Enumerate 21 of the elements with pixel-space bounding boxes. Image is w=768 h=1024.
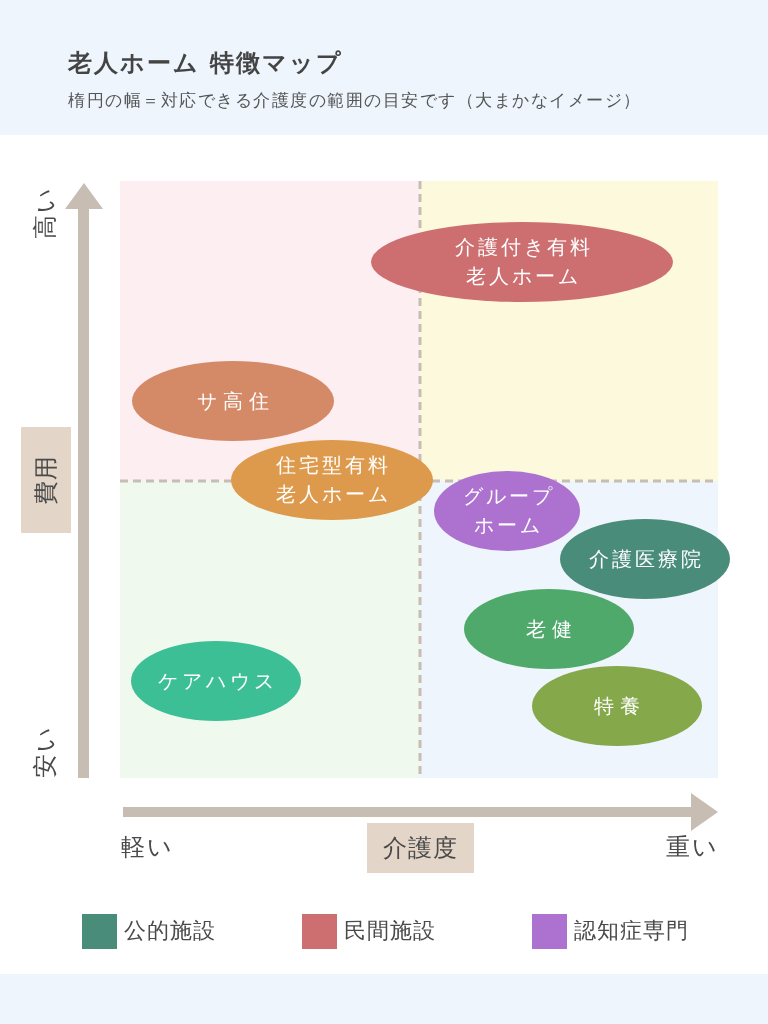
axis-end-label: 重い [666, 832, 719, 863]
title: 老人ホーム 特徴マップ [68, 48, 344, 79]
subtitle: 楕円の幅＝対応できる介護度の範囲の目安です（大まかなイメージ） [68, 89, 642, 112]
facility-name: ケアハウス [157, 667, 278, 695]
axis-end-label: 軽い [121, 832, 174, 863]
axis-title: 介護度 [383, 833, 458, 864]
facility-name: 老健 [525, 615, 578, 643]
axis-end-label: 安い [30, 724, 60, 778]
legend-label: 公的施設 [124, 917, 216, 945]
axis-end-label: 高い [30, 185, 60, 239]
facility-name: 介護付き有料老人ホーム [453, 234, 594, 290]
axis-title-panel [21, 427, 71, 533]
legend-label: 民間施設 [344, 917, 436, 945]
facility-name: グループホーム [461, 483, 556, 539]
axis-title-panel [367, 823, 474, 873]
legend-label: 認知症専門 [574, 917, 689, 945]
facility-name: 特養 [593, 692, 646, 720]
axis-title: 費用 [31, 455, 61, 505]
facility-name: サ高住 [196, 387, 275, 415]
facility-name: 介護医療院 [588, 545, 704, 573]
facility-name: 住宅型有料老人ホーム [275, 452, 392, 508]
